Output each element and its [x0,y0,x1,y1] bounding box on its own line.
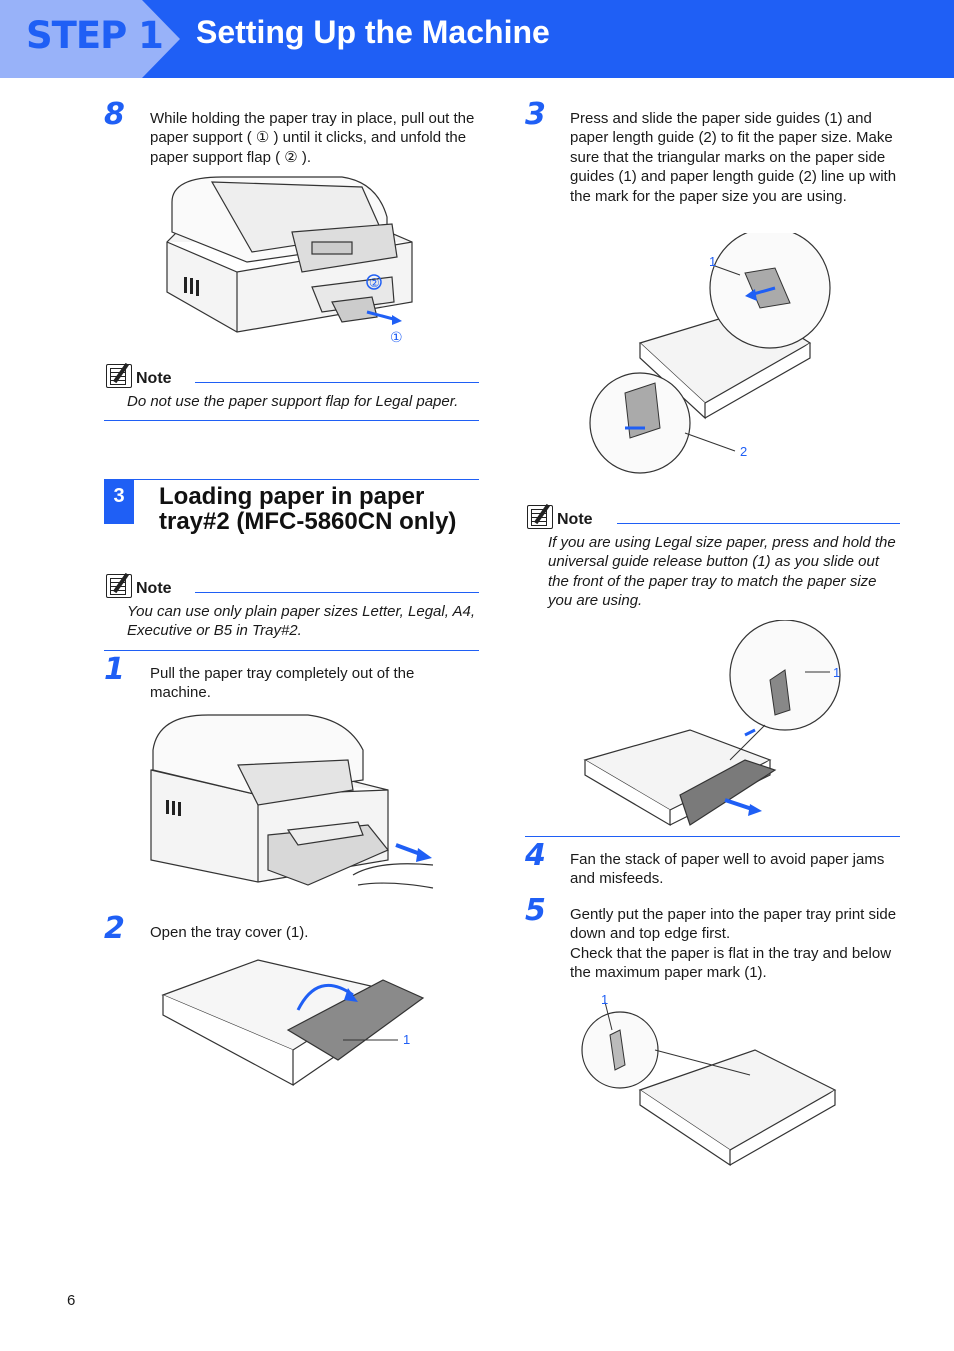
universal-guide-illustration: 1 [583,620,841,827]
step-tab: STEP 1 [0,0,180,78]
note-1-label: Note [136,370,172,387]
step-5-number: 5 [525,893,546,928]
callout-2: 2 [740,444,747,459]
step-1-number: 1 [104,652,125,687]
note-3-label: Note [557,511,593,528]
printer-paper-support-illustration: ② ① [166,176,413,346]
tray-cover-illustration: 1 [161,959,425,1087]
note-2-label: Note [136,580,172,597]
section-number-badge: 3 [104,479,134,524]
callout-1: 1 [601,992,608,1007]
note-3-rule [617,523,900,524]
note-pencil-icon [527,505,553,529]
note-2-bottom-rule [104,650,479,651]
note-3-header: Note [527,505,593,529]
note-3-text: If you are using Legal size paper, press… [548,534,896,610]
step-3-number: 3 [525,97,546,132]
paper-guides-illustration: 1 2 [589,233,831,474]
page-title: Setting Up the Machine [196,14,550,50]
step-1-text: Pull the paper tray completely out of th… [150,665,415,702]
step-5-text: Gently put the paper into the paper tray… [570,906,897,982]
note-1-rule [195,382,479,383]
note-2-text: You can use only plain paper sizes Lette… [127,603,476,640]
step-4-text: Fan the stack of paper well to avoid pap… [570,851,885,888]
callout-2: ② [369,276,380,290]
load-paper-illustration: 1 [581,992,837,1167]
note-1-text: Do not use the paper support flap for Le… [127,393,459,410]
callout-1: 1 [833,665,840,680]
step-tab-shape [0,0,180,78]
step-label: STEP 1 [26,14,164,57]
callout-1: ① [390,330,403,346]
page-number: 6 [67,1292,76,1309]
note-3-bottom-rule [525,836,900,837]
page-header: STEP 1 Setting Up the Machine [0,0,954,78]
note-1-header: Note [106,364,172,388]
callout-1: 1 [403,1032,410,1047]
step-2-text: Open the tray cover (1). [150,924,309,941]
step-4-number: 4 [525,838,546,873]
step-2-number: 2 [104,911,125,946]
section-title: Loading paper in paper tray#2 (MFC-5860C… [159,483,457,535]
note-pencil-icon [106,574,132,598]
step-8-number: 8 [104,97,125,132]
section-rule [134,479,479,480]
printer-pull-tray-illustration [150,714,434,889]
step-8-text: While holding the paper tray in place, p… [150,110,475,166]
callout-1: 1 [709,254,716,269]
note-1-bottom-rule [104,420,479,421]
note-2-rule [195,592,479,593]
note-pencil-icon [106,364,132,388]
note-2-header: Note [106,574,172,598]
step-3-text: Press and slide the paper side guides (1… [570,110,897,205]
